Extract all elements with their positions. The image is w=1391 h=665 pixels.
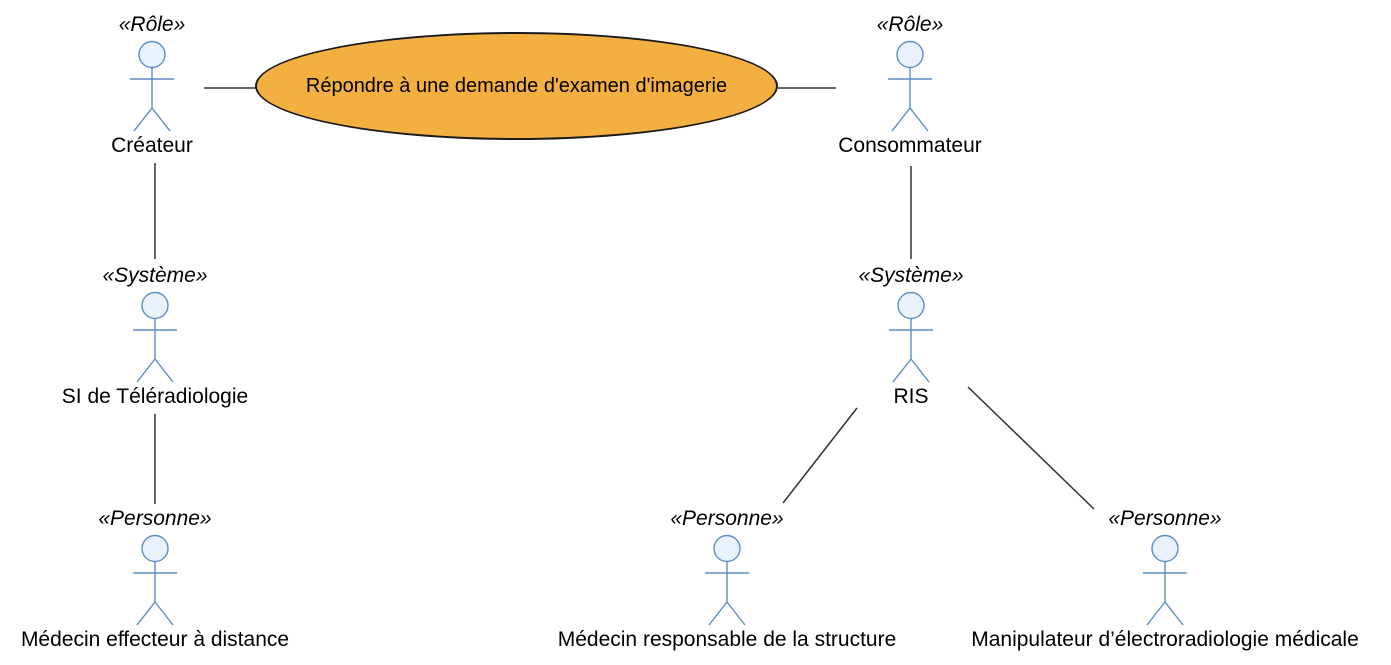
use-case-ellipse: Répondre à une demande d'examen d'imager… [255,32,778,140]
actor-stereotype: «Système» [102,264,208,287]
actor-name: Médecin effecteur à distance [20,628,290,651]
actor-name: Médecin responsable de la structure [557,628,897,651]
stick-figure-icon [1143,534,1187,626]
actor-stereotype: «Rôle» [876,13,944,36]
stick-figure-icon [130,40,174,132]
stick-figure-icon [888,40,932,132]
actor-stereotype: «Personne» [98,507,212,530]
actor-stereotype: «Système» [858,264,964,287]
actor-medecin-responsable: «Personne» Médecin responsable de la str… [497,506,957,652]
actor-name: Créateur [111,134,193,157]
actor-si-de-teleradiologie: «Système» SI de Téléradiologie [0,263,385,409]
actor-manipulateur: «Personne» Manipulateur d’électroradiolo… [935,506,1391,652]
actor-name: Manipulateur d’électroradiologie médical… [971,628,1359,651]
actor-medecin-effecteur: «Personne» Médecin effecteur à distance [0,506,385,652]
stick-figure-icon [133,291,177,383]
actor-stereotype: «Personne» [1108,507,1222,530]
actor-createur: «Rôle» Créateur [0,12,382,158]
actor-name: SI de Téléradiologie [61,385,249,408]
stick-figure-icon [705,534,749,626]
actor-stereotype: «Personne» [670,507,784,530]
actor-consommateur: «Rôle» Consommateur [680,12,1140,158]
connector-ris-responsable [782,407,858,504]
actor-name: RIS [893,385,929,408]
stick-figure-icon [889,291,933,383]
use-case-label: Répondre à une demande d'examen d'imager… [305,74,728,97]
stick-figure-icon [133,534,177,626]
actor-ris: «Système» RIS [681,263,1141,409]
actor-name: Consommateur [838,134,982,157]
actor-stereotype: «Rôle» [118,13,186,36]
connector-ris-manipulateur [967,386,1095,510]
